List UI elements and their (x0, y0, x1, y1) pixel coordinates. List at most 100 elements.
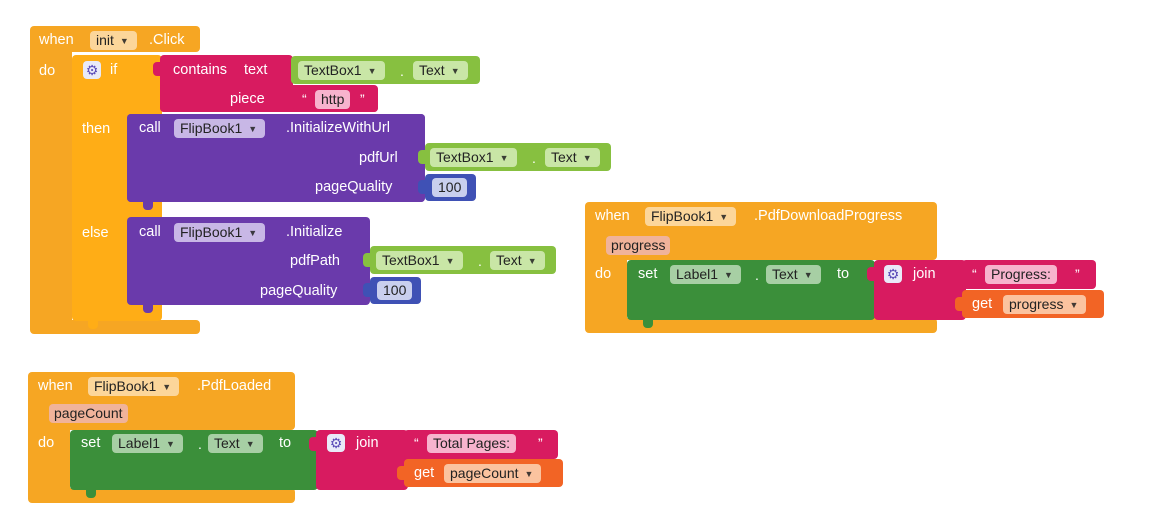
event-parameter[interactable]: pageCount (49, 404, 128, 423)
value-connector (363, 283, 370, 297)
join-connector (867, 267, 874, 281)
property-dropdown[interactable]: Text▼ (413, 61, 468, 80)
string-value[interactable]: http (315, 90, 351, 109)
property-dropdown[interactable]: Text▼ (208, 434, 263, 453)
quote-icon: ” (538, 435, 543, 451)
component-name: FlipBook1 (651, 208, 714, 224)
chevron-down-icon: ▼ (719, 212, 729, 222)
quote-icon: “ (302, 91, 307, 107)
gear-icon[interactable]: ⚙ (83, 61, 101, 79)
event-footer (585, 318, 937, 333)
set-label: set (81, 435, 101, 451)
quote-icon: ” (1075, 266, 1080, 282)
get-label: get (972, 296, 993, 312)
chevron-down-icon: ▼ (166, 439, 175, 449)
join-label: join (356, 435, 379, 451)
textbox-name: TextBox1 (436, 149, 494, 165)
label-dropdown[interactable]: Label1▼ (670, 265, 741, 284)
gear-icon[interactable]: ⚙ (327, 434, 345, 452)
component-dropdown[interactable]: FlipBook1 ▼ (645, 207, 737, 226)
value-connector (363, 253, 370, 267)
label-dropdown[interactable]: Label1 ▼ (112, 434, 183, 453)
get-label: get (414, 465, 435, 481)
textbox-dropdown[interactable]: TextBox1 ▼ (430, 148, 517, 167)
chevron-down-icon: ▼ (524, 469, 534, 479)
get-connector (397, 466, 404, 480)
label-component-name: Label1 (118, 435, 161, 451)
chevron-down-icon: ▼ (445, 256, 455, 266)
if-block-body (106, 112, 128, 212)
join-connector (309, 437, 316, 451)
set-notch (86, 490, 96, 498)
flipbook-dropdown[interactable]: FlipBook1 ▼ (174, 223, 266, 242)
do-label: do (595, 266, 612, 282)
component-dropdown[interactable]: FlipBook1 ▼ (88, 377, 180, 396)
chevron-down-icon: ▼ (248, 124, 258, 134)
flipbook-name: FlipBook1 (180, 224, 243, 240)
call-notch (143, 202, 153, 210)
textbox-dropdown[interactable]: TextBox1 ▼ (298, 61, 385, 80)
component-name: FlipBook1 (94, 378, 157, 394)
contains-label: contains (173, 62, 228, 78)
variable-dropdown[interactable]: pageCount ▼ (444, 464, 542, 483)
component-name: init (96, 32, 114, 48)
get-connector (955, 297, 962, 311)
chevron-down-icon: ▼ (248, 228, 258, 238)
event-footer (30, 320, 200, 334)
number-value[interactable]: 100 (377, 281, 413, 300)
quote-icon: “ (414, 435, 419, 451)
chevron-down-icon: ▼ (527, 256, 537, 266)
chevron-down-icon: ▼ (499, 153, 509, 163)
if-label: if (110, 62, 118, 78)
variable-name: progress (1009, 296, 1064, 312)
to-label: to (279, 435, 292, 451)
event-left-rail (585, 255, 627, 325)
event-left-rail (28, 425, 70, 495)
string-value[interactable]: Total Pages: (427, 434, 517, 453)
property-name: Text (496, 252, 522, 268)
chevron-down-icon: ▼ (367, 66, 377, 76)
chevron-down-icon: ▼ (1069, 300, 1079, 310)
set-label-text-block[interactable] (627, 260, 875, 320)
event-parameter[interactable]: progress (606, 236, 671, 255)
when-label: when (39, 32, 74, 48)
call-label: call (139, 120, 161, 136)
variable-dropdown[interactable]: progress ▼ (1003, 295, 1087, 314)
quote-icon: ” (360, 91, 365, 107)
property-name: Text (419, 62, 445, 78)
property-dropdown[interactable]: Text ▼ (545, 148, 600, 167)
chevron-down-icon: ▼ (582, 153, 592, 163)
call-label: call (139, 224, 161, 240)
number-value[interactable]: 100 (432, 178, 468, 197)
then-label: then (82, 121, 111, 137)
flipbook-dropdown[interactable]: FlipBook1 ▼ (174, 119, 266, 138)
chevron-down-icon: ▼ (245, 439, 255, 449)
property-dropdown[interactable]: Text ▼ (490, 251, 545, 270)
when-label: when (38, 378, 73, 394)
dot-separator: . (532, 150, 536, 166)
chevron-down-icon: ▼ (119, 36, 129, 46)
quote-icon: “ (972, 266, 977, 282)
pdf-url-label: pdfUrl (359, 150, 398, 166)
contains-connector (153, 62, 160, 76)
flipbook-name: FlipBook1 (180, 120, 243, 136)
textbox-name: TextBox1 (382, 252, 440, 268)
property-dropdown[interactable]: Text▼ (766, 265, 821, 284)
chevron-down-icon: ▼ (724, 270, 733, 280)
string-value[interactable]: Progress: (985, 265, 1057, 284)
else-label: else (82, 225, 109, 241)
set-label-text-block[interactable] (70, 430, 318, 490)
textbox-name: TextBox1 (304, 62, 362, 78)
do-label: do (39, 63, 56, 79)
do-label: do (38, 435, 55, 451)
property-name: Text (551, 149, 577, 165)
when-label: when (595, 208, 630, 224)
if-block-notch (88, 321, 98, 329)
text-label: text (244, 62, 268, 78)
gear-icon[interactable]: ⚙ (884, 265, 902, 283)
dot-separator: . (478, 253, 482, 269)
textbox-dropdown[interactable]: TextBox1 ▼ (376, 251, 463, 270)
component-dropdown[interactable]: init ▼ (90, 31, 137, 50)
chevron-down-icon: ▼ (162, 382, 172, 392)
variable-name: pageCount (450, 465, 519, 481)
